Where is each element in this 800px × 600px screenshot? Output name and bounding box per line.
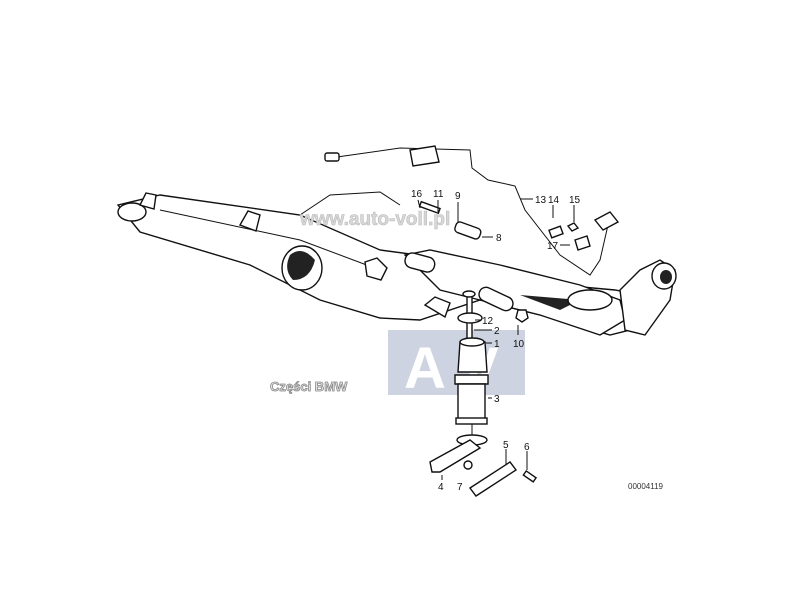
callout-7: 7	[457, 482, 463, 493]
callout-labels: 16 11 9 8 13 14 15 17 12 2 1 10 3 4 7 5 …	[411, 189, 664, 493]
callout-11: 11	[433, 189, 444, 200]
leader-lines	[417, 198, 575, 480]
callout-6: 6	[524, 442, 530, 453]
callout-8: 8	[496, 233, 502, 244]
callout-13: 13	[535, 195, 547, 206]
callout-14: 14	[548, 195, 560, 206]
callout-5: 5	[503, 440, 509, 451]
callout-9: 9	[455, 191, 461, 202]
site-watermark: www.auto-voll.pl	[299, 209, 450, 230]
callout-15: 15	[569, 195, 581, 206]
drawing-code: 00004119	[628, 482, 664, 491]
callout-4: 4	[438, 482, 444, 493]
callout-16: 16	[411, 189, 423, 200]
rubber-mount-assembly	[429, 290, 538, 497]
av-logo-watermark: A V	[388, 330, 525, 401]
callout-3: 3	[494, 394, 500, 405]
callout-17: 17	[547, 241, 559, 252]
sensor-cable	[324, 145, 620, 276]
callout-12: 12	[482, 316, 494, 327]
callout-1: 1	[494, 339, 500, 350]
trailing-arm	[403, 249, 677, 336]
callout-10: 10	[513, 339, 525, 350]
small-parts	[418, 200, 591, 323]
parts-watermark: Części BMW	[270, 379, 348, 394]
callout-2: 2	[494, 326, 500, 337]
